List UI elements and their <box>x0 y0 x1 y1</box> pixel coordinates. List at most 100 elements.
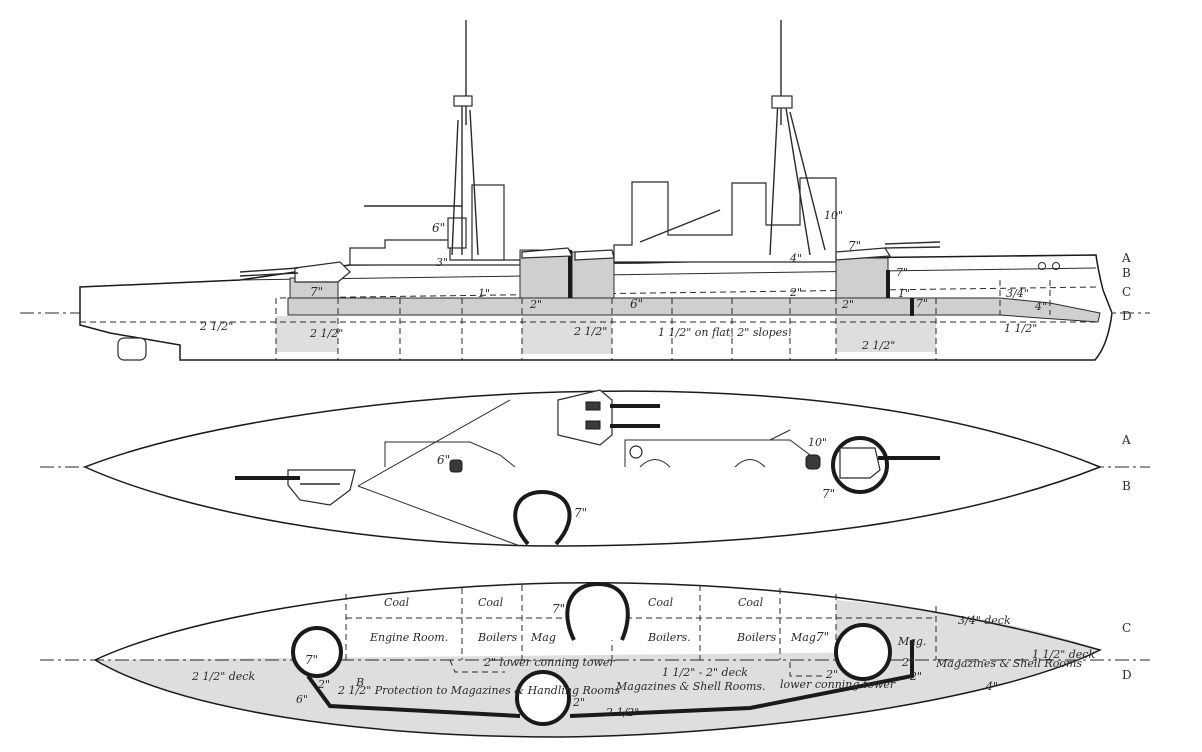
lower-aft-barbette <box>834 623 892 681</box>
side-label: 2 1/2" <box>199 320 233 333</box>
side-compartment-lines <box>275 280 1051 360</box>
side-label: 2 1/2" <box>573 325 607 338</box>
deck-line-b <box>279 286 1099 299</box>
side-label: 2 1/2" <box>861 339 895 352</box>
side-label: 7" <box>310 285 323 299</box>
lower-centre-barbette <box>565 581 630 641</box>
compartment-label: Mag <box>530 631 556 644</box>
lower-notes: 2 1/2" deck 2 1/2" Protection to Magazin… <box>191 614 1095 719</box>
upper-fwd-wing-turret <box>287 469 356 506</box>
compartment-label: Coal <box>478 596 504 609</box>
side-label: 2 1/2" <box>309 327 343 340</box>
lower-label: 6" <box>296 693 308 706</box>
main-belt-armor <box>287 297 1101 323</box>
porthole <box>1038 262 1046 270</box>
lower-bottom-barbette <box>515 670 571 726</box>
upper-label: 7" <box>822 487 835 501</box>
lower-note: 2 1/2" <box>605 706 639 719</box>
aft-superstructure <box>613 177 837 263</box>
fwd-gun <box>239 267 299 273</box>
fwd-conning-tower <box>447 217 467 249</box>
upper-label: 10" <box>808 436 827 449</box>
lower-magazine-protection-aft <box>569 640 914 718</box>
upper-centre-turret <box>557 389 613 446</box>
upper-deck-edge <box>357 399 511 487</box>
fwd-turret <box>294 261 351 283</box>
side-label: 4" <box>789 252 802 265</box>
main-spotting-top <box>771 95 793 109</box>
compartment-label: Coal <box>648 596 674 609</box>
lower-label: 7" <box>816 630 829 644</box>
side-label: 10" <box>824 209 843 222</box>
side-label: 4" <box>1034 300 1047 313</box>
upper-conning-tower-aft <box>805 454 821 470</box>
boat-boom <box>639 209 721 243</box>
upper-deck-outline <box>83 390 1103 547</box>
side-armor-labels: 6" 3" 7" 1" 2" 6" 2" 4" 7" 1" 2" 7" 3/4"… <box>199 209 1047 352</box>
side-lower-armor-fwd <box>276 316 338 352</box>
lower-note: 2 1/2" deck <box>191 670 255 683</box>
lower-note: 3/4" deck <box>958 614 1011 627</box>
side-label: 7" <box>916 297 928 310</box>
porthole <box>1052 262 1060 270</box>
lower-label: 2" <box>317 678 330 691</box>
upper-deck-plan: 6" 10" 7" 7" A B <box>40 389 1150 547</box>
aft-gun <box>884 241 941 245</box>
upper-aft-barbette <box>831 436 889 494</box>
side-profile: 6" 3" 7" 1" 2" 6" 2" 4" 7" 1" 2" 7" 3/4"… <box>20 20 1150 361</box>
side-label: 2" <box>529 298 542 311</box>
side-label: 2" <box>789 286 802 299</box>
side-lower-armor-mid <box>522 316 612 354</box>
upper-label: 7" <box>574 506 587 520</box>
side-label: 1 1/2" on flat, 2" slopes. <box>658 326 791 339</box>
lower-label: 2" <box>825 668 838 681</box>
compartment-label: Boilers <box>477 631 518 644</box>
deck-line-a <box>239 267 1097 281</box>
compartment-label: Coal <box>738 596 764 609</box>
upper-centre-barbette <box>513 489 572 546</box>
side-label: 1" <box>898 287 910 300</box>
lower-note: lower conning tower <box>780 678 896 691</box>
compartment-label: Engine Room. <box>369 631 448 644</box>
side-label: 1" <box>478 287 490 300</box>
lower-label: 4" <box>985 680 998 693</box>
aft-turret <box>835 247 892 261</box>
lower-deck-outline <box>93 582 1103 738</box>
lower-deck-plan: Coal Coal Coal Coal Engine Room. Boilers… <box>40 581 1150 738</box>
deck-letter: D <box>1122 309 1132 323</box>
side-label: 7" <box>896 266 908 279</box>
compartment-label: Boilers <box>736 631 777 644</box>
deck-letter: A <box>1121 251 1131 265</box>
compartment-label: Mag. <box>897 635 926 648</box>
side-label: 7" <box>848 239 861 253</box>
lower-label: 7" <box>305 653 318 667</box>
deck-letter: C <box>1122 285 1131 299</box>
compartment-label: Mag. <box>790 631 819 644</box>
side-deck-letters: A B C D <box>1121 251 1132 323</box>
lower-note: Magazines & Shell Rooms <box>935 657 1082 670</box>
side-label: 2" <box>841 298 854 311</box>
side-label: 3/4" <box>1006 287 1029 300</box>
lower-note: 1 1/2" deck <box>1032 648 1095 661</box>
upper-superstructure <box>384 441 516 468</box>
upper-conning-tower <box>449 459 463 473</box>
lower-label: 2" <box>901 656 914 669</box>
lower-note: 2" lower conning tower <box>483 656 615 669</box>
lower-label: 2" <box>572 696 585 709</box>
lower-label: 2" <box>909 670 922 683</box>
lower-armor-labels: 7" 7" 7" 2" 2" 2" 2" 6" 4" 2" <box>296 602 998 709</box>
fore-spotting-top <box>453 95 473 107</box>
lower-magazine-protection <box>306 674 521 718</box>
gun-breech <box>585 401 601 411</box>
aft-barbette <box>835 257 889 299</box>
deck-letter: D <box>1122 668 1132 682</box>
lower-compartment-labels: Coal Coal Coal Coal Engine Room. Boilers… <box>369 596 926 648</box>
compartment-label: Coal <box>384 596 410 609</box>
lower-fwd-barbette <box>291 626 343 678</box>
upper-fitting <box>629 445 643 459</box>
side-label: 6" <box>432 221 445 235</box>
deck-letter: A <box>1121 433 1131 447</box>
lower-note: B <box>355 676 364 689</box>
lower-note: Magazines & Shell Rooms. <box>615 680 766 693</box>
